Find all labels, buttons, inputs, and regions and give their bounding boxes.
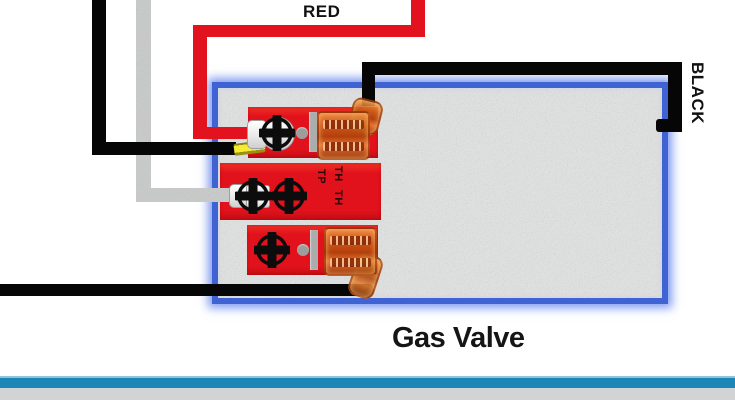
connector-band — [322, 120, 365, 129]
footer-stripe-blue — [0, 376, 735, 388]
connector-band — [329, 258, 372, 267]
terminal-label-tp: TP — [315, 169, 327, 185]
connector-band — [329, 236, 372, 245]
black-wire-label: BLACK — [688, 62, 707, 124]
gas-valve-title: Gas Valve — [392, 322, 525, 354]
red-wire-top-run — [193, 25, 425, 37]
terminal-label-th-2: TH — [332, 190, 344, 206]
quick-connect-bottom — [324, 227, 377, 276]
gray-wire-drop — [136, 0, 151, 202]
black-wire-top-drop-to-connector — [362, 62, 375, 106]
bracket-bar-bottom — [310, 230, 318, 270]
footer-stripe-gray — [0, 388, 735, 400]
black-wire-top-run — [362, 62, 682, 75]
screw-icon-middle-right — [271, 178, 307, 214]
quick-connect-top — [317, 111, 370, 160]
connector-band — [322, 142, 365, 151]
red-wire-label: RED — [303, 2, 341, 21]
screw-icon-top-terminal — [259, 115, 295, 151]
black-wire-left-run — [92, 142, 236, 155]
black-wire-right-drop — [668, 62, 682, 132]
black-wire-right-foot — [656, 119, 682, 132]
bracket-pin-top — [296, 127, 308, 139]
terminal-label-th-1: TH — [332, 166, 344, 182]
screw-icon-bottom-terminal — [254, 232, 290, 268]
gray-wire-to-terminal — [136, 188, 242, 202]
red-wire-drop — [193, 25, 207, 139]
black-wire-left-drop — [92, 0, 106, 155]
screw-icon-middle-left — [235, 178, 271, 214]
bracket-pin-bottom — [297, 244, 309, 256]
bracket-bar-top — [309, 112, 317, 152]
red-wire-to-terminal — [193, 127, 254, 139]
black-wire-bottom-run — [0, 284, 374, 296]
